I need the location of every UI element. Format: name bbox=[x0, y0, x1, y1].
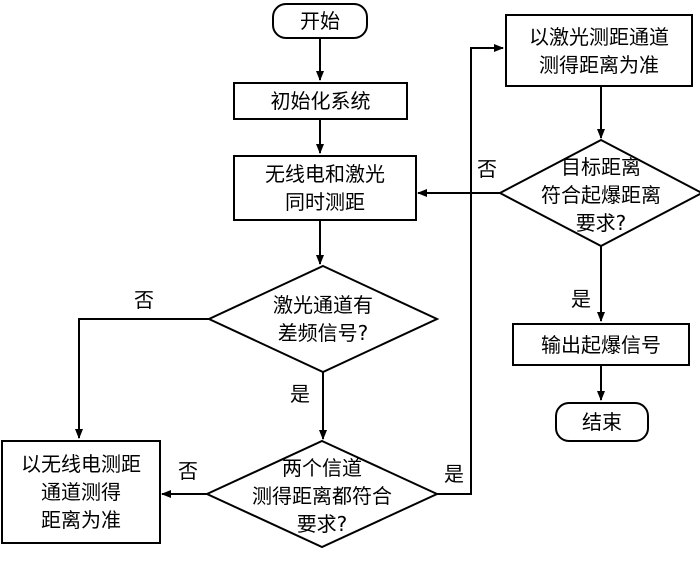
arrow-both-ok-yes bbox=[437, 44, 504, 495]
start-terminal: 开始 bbox=[272, 3, 368, 39]
arrow-laser-q-no bbox=[75, 318, 209, 439]
both-ok-diamond bbox=[204, 439, 440, 549]
end-terminal: 结束 bbox=[555, 402, 649, 442]
label-both-ok-no: 否 bbox=[178, 459, 198, 483]
label-target-q-yes: 是 bbox=[571, 287, 591, 311]
target-question: 目标距离 符合起爆距离 要求? bbox=[541, 155, 661, 235]
label-laser-q-yes: 是 bbox=[290, 382, 310, 406]
laser-result-box: 以激光测距通道 测得距离为准 bbox=[505, 14, 693, 87]
init-box: 初始化系统 bbox=[233, 82, 408, 120]
radio-result-box: 以无线电测距 通道测得 距离为准 bbox=[1, 440, 161, 544]
output-box: 输出起爆信号 bbox=[512, 323, 690, 366]
label-target-q-no: 否 bbox=[477, 157, 497, 181]
both-ok-question: 两个信道 测得距离都符合 要求? bbox=[252, 456, 392, 536]
measure-box: 无线电和激光 同时测距 bbox=[233, 155, 417, 221]
laser-signal-question: 激光通道有 差频信号? bbox=[273, 293, 373, 345]
label-both-ok-yes: 是 bbox=[444, 462, 464, 486]
label-laser-q-no: 否 bbox=[134, 288, 154, 312]
